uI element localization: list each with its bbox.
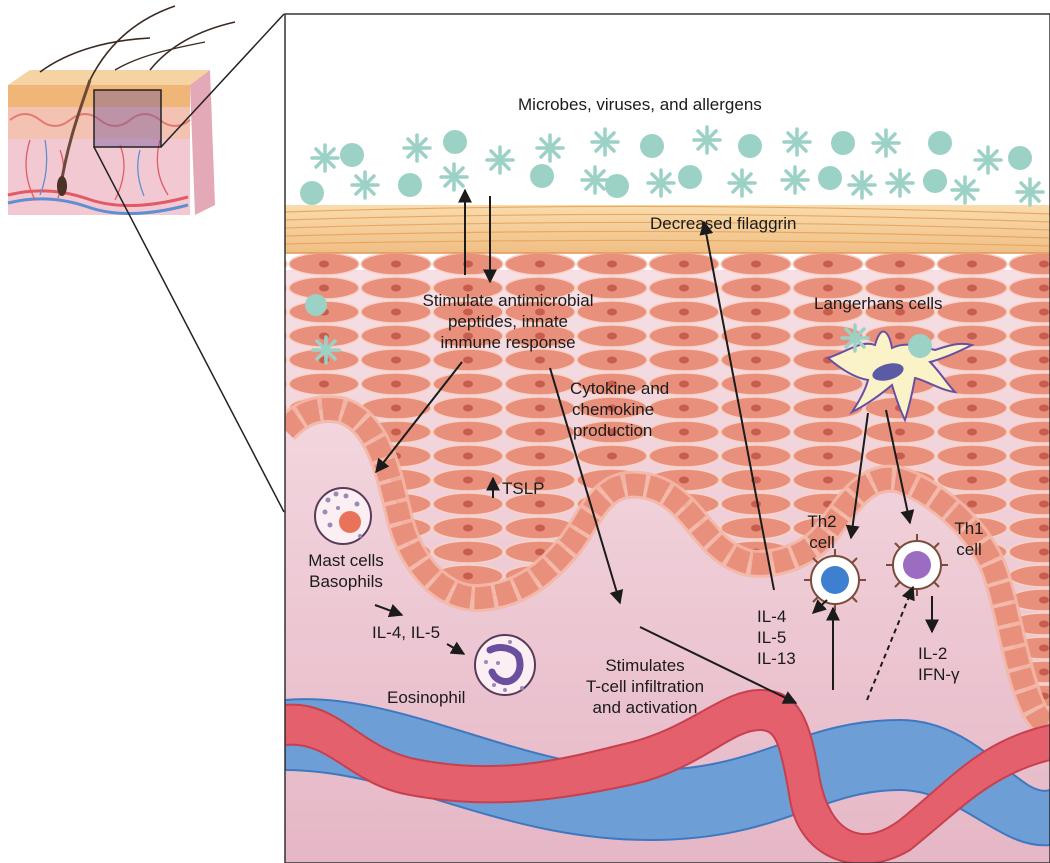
eosinophil-label: Eosinophil [387,688,466,707]
tcell-label: Stimulates T-cell infiltration and activ… [585,656,705,717]
stratum-corneum [285,205,1050,253]
arrow-th2-to-il [811,599,828,614]
arrow-vessel-to-th1 [866,585,915,701]
tslp-label: TSLP [502,479,545,498]
arrow-cytokine-down [549,367,624,605]
skin-block-inset [7,5,236,216]
arrow-langerhans-to-th1 [885,409,915,525]
arrow-to-mast-cells [375,361,463,474]
zoom-line-lower [93,146,285,513]
arrow-tcell-to-vessel [639,626,798,704]
langerhans-label: Langerhans cells [814,294,943,313]
eosinophil-cell [474,634,536,696]
cytokine-label: Cytokine and chemokine production [570,379,670,440]
zoom-line-upper [160,13,285,148]
microbes-title: Microbes, viruses, and allergens [518,95,762,114]
il4-il5-label: IL-4, IL-5 [372,623,441,642]
th2-cell [804,549,866,611]
th1-label: Th1 cell [954,519,984,559]
mast-cell [314,487,372,545]
mast-basophils-label: Mast cells Basophils [308,551,384,591]
microbes-layer [300,125,1045,365]
arrow-basophils-to-il [374,604,404,618]
th2-cytokines-label: IL-4 IL-5 IL-13 [757,607,796,668]
decreased-filaggrin-label: Decreased filaggrin [650,214,797,233]
panel-border [284,13,1050,863]
arrows [374,188,939,704]
th1-cell [886,534,948,596]
antimicrobial-label: Stimulate antimicrobial peptides, innate… [422,291,594,352]
arrow-to-filaggrin [699,220,775,591]
arrow-il-to-eosinophil [446,641,466,655]
artery [285,688,1050,863]
arrow-langerhans-to-th2 [845,412,869,540]
langerhans-cell [826,323,975,423]
th2-label: Th2 cell [807,512,837,552]
th1-cytokines-label: IL-2 IFN-γ [918,644,960,684]
